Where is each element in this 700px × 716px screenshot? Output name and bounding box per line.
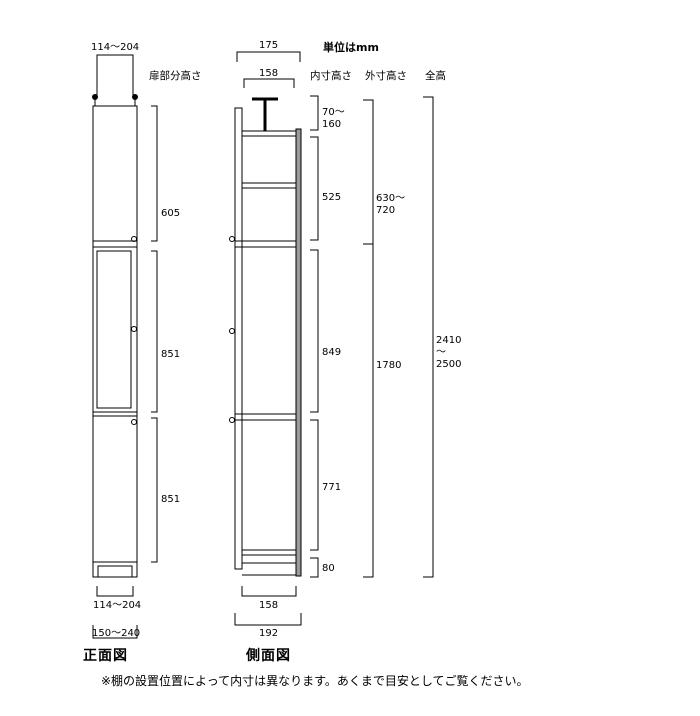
door-knob: [131, 236, 137, 242]
side-bottom-inner-width: 158: [259, 600, 279, 611]
front-bottom-inner-bracket: [96, 586, 134, 597]
header-inner-height: 内寸高さ: [310, 70, 352, 82]
outer-height-bracket-2: [363, 243, 374, 578]
header-total-height: 全高: [425, 70, 446, 82]
outer-height-bracket-1: [363, 99, 374, 245]
side-top-outer-bracket: [236, 51, 301, 62]
side-bottom-outer-bracket: [234, 613, 302, 626]
inner-height-bracket-3: [310, 249, 319, 413]
front-bottom-outer-width: 150～240: [92, 628, 141, 639]
shelf: [234, 240, 297, 248]
side-bottom-inner-bracket: [241, 586, 297, 597]
side-bottom-outer-width: 192: [259, 628, 279, 639]
outer-height-2: 1780: [376, 360, 402, 371]
inner-height-bracket-5: [310, 557, 319, 578]
side-front-panel: [234, 107, 243, 570]
inner-height-2: 525: [322, 192, 342, 203]
shelf: [234, 413, 297, 421]
inner-height-bracket-2: [310, 136, 319, 241]
total-height: 2410 ～ 2500: [436, 335, 462, 370]
outer-height-1: 630～ 720: [376, 193, 406, 216]
side-top-outer-width: 175: [259, 40, 279, 51]
side-view: [229, 51, 434, 626]
door-knob: [131, 326, 137, 332]
ceiling-pin-left: [92, 94, 98, 100]
shelf: [241, 549, 297, 556]
front-bottom-outer-bracket: [92, 625, 138, 639]
door-height-1: 605: [161, 208, 181, 219]
total-height-bracket: [423, 96, 434, 578]
header-door-height: 扉部分高さ: [149, 70, 202, 82]
door-height-bracket-1: [151, 105, 158, 242]
front-view: [92, 54, 158, 639]
unit-note: 単位はmm: [323, 41, 379, 54]
inner-height-bracket-1: [310, 95, 319, 131]
inner-height-bracket-4: [310, 419, 319, 551]
door-height-bracket-3: [151, 417, 158, 563]
front-bottom-inner-width: 114～204: [93, 600, 142, 611]
door-height-bracket-2: [151, 250, 158, 413]
side-back-panel: [295, 128, 302, 577]
header-outer-height: 外寸高さ: [365, 70, 407, 82]
door-height-3: 851: [161, 494, 181, 505]
inner-height-4: 771: [322, 482, 342, 493]
ceiling-pin-right: [132, 94, 138, 100]
door-knob: [131, 419, 137, 425]
front-top-width: 114～204: [91, 42, 140, 53]
front-body: [92, 105, 138, 578]
front-view-title: 正面図: [83, 648, 128, 664]
inner-height-1: 70～ 160: [322, 107, 345, 130]
inner-height-5: 80: [322, 563, 335, 574]
shelf: [241, 182, 297, 189]
footnote: ※棚の設置位置によって内寸は異なります。あくまで目安としてご覧ください。: [101, 674, 529, 688]
side-top-inner-width: 158: [259, 68, 279, 79]
inner-height-3: 849: [322, 347, 342, 358]
side-view-title: 側面図: [246, 648, 291, 664]
door-height-2: 851: [161, 349, 181, 360]
front-top-width-bracket: [96, 54, 134, 97]
side-top-inner-bracket: [243, 78, 295, 88]
middle-door-panel: [96, 250, 132, 409]
